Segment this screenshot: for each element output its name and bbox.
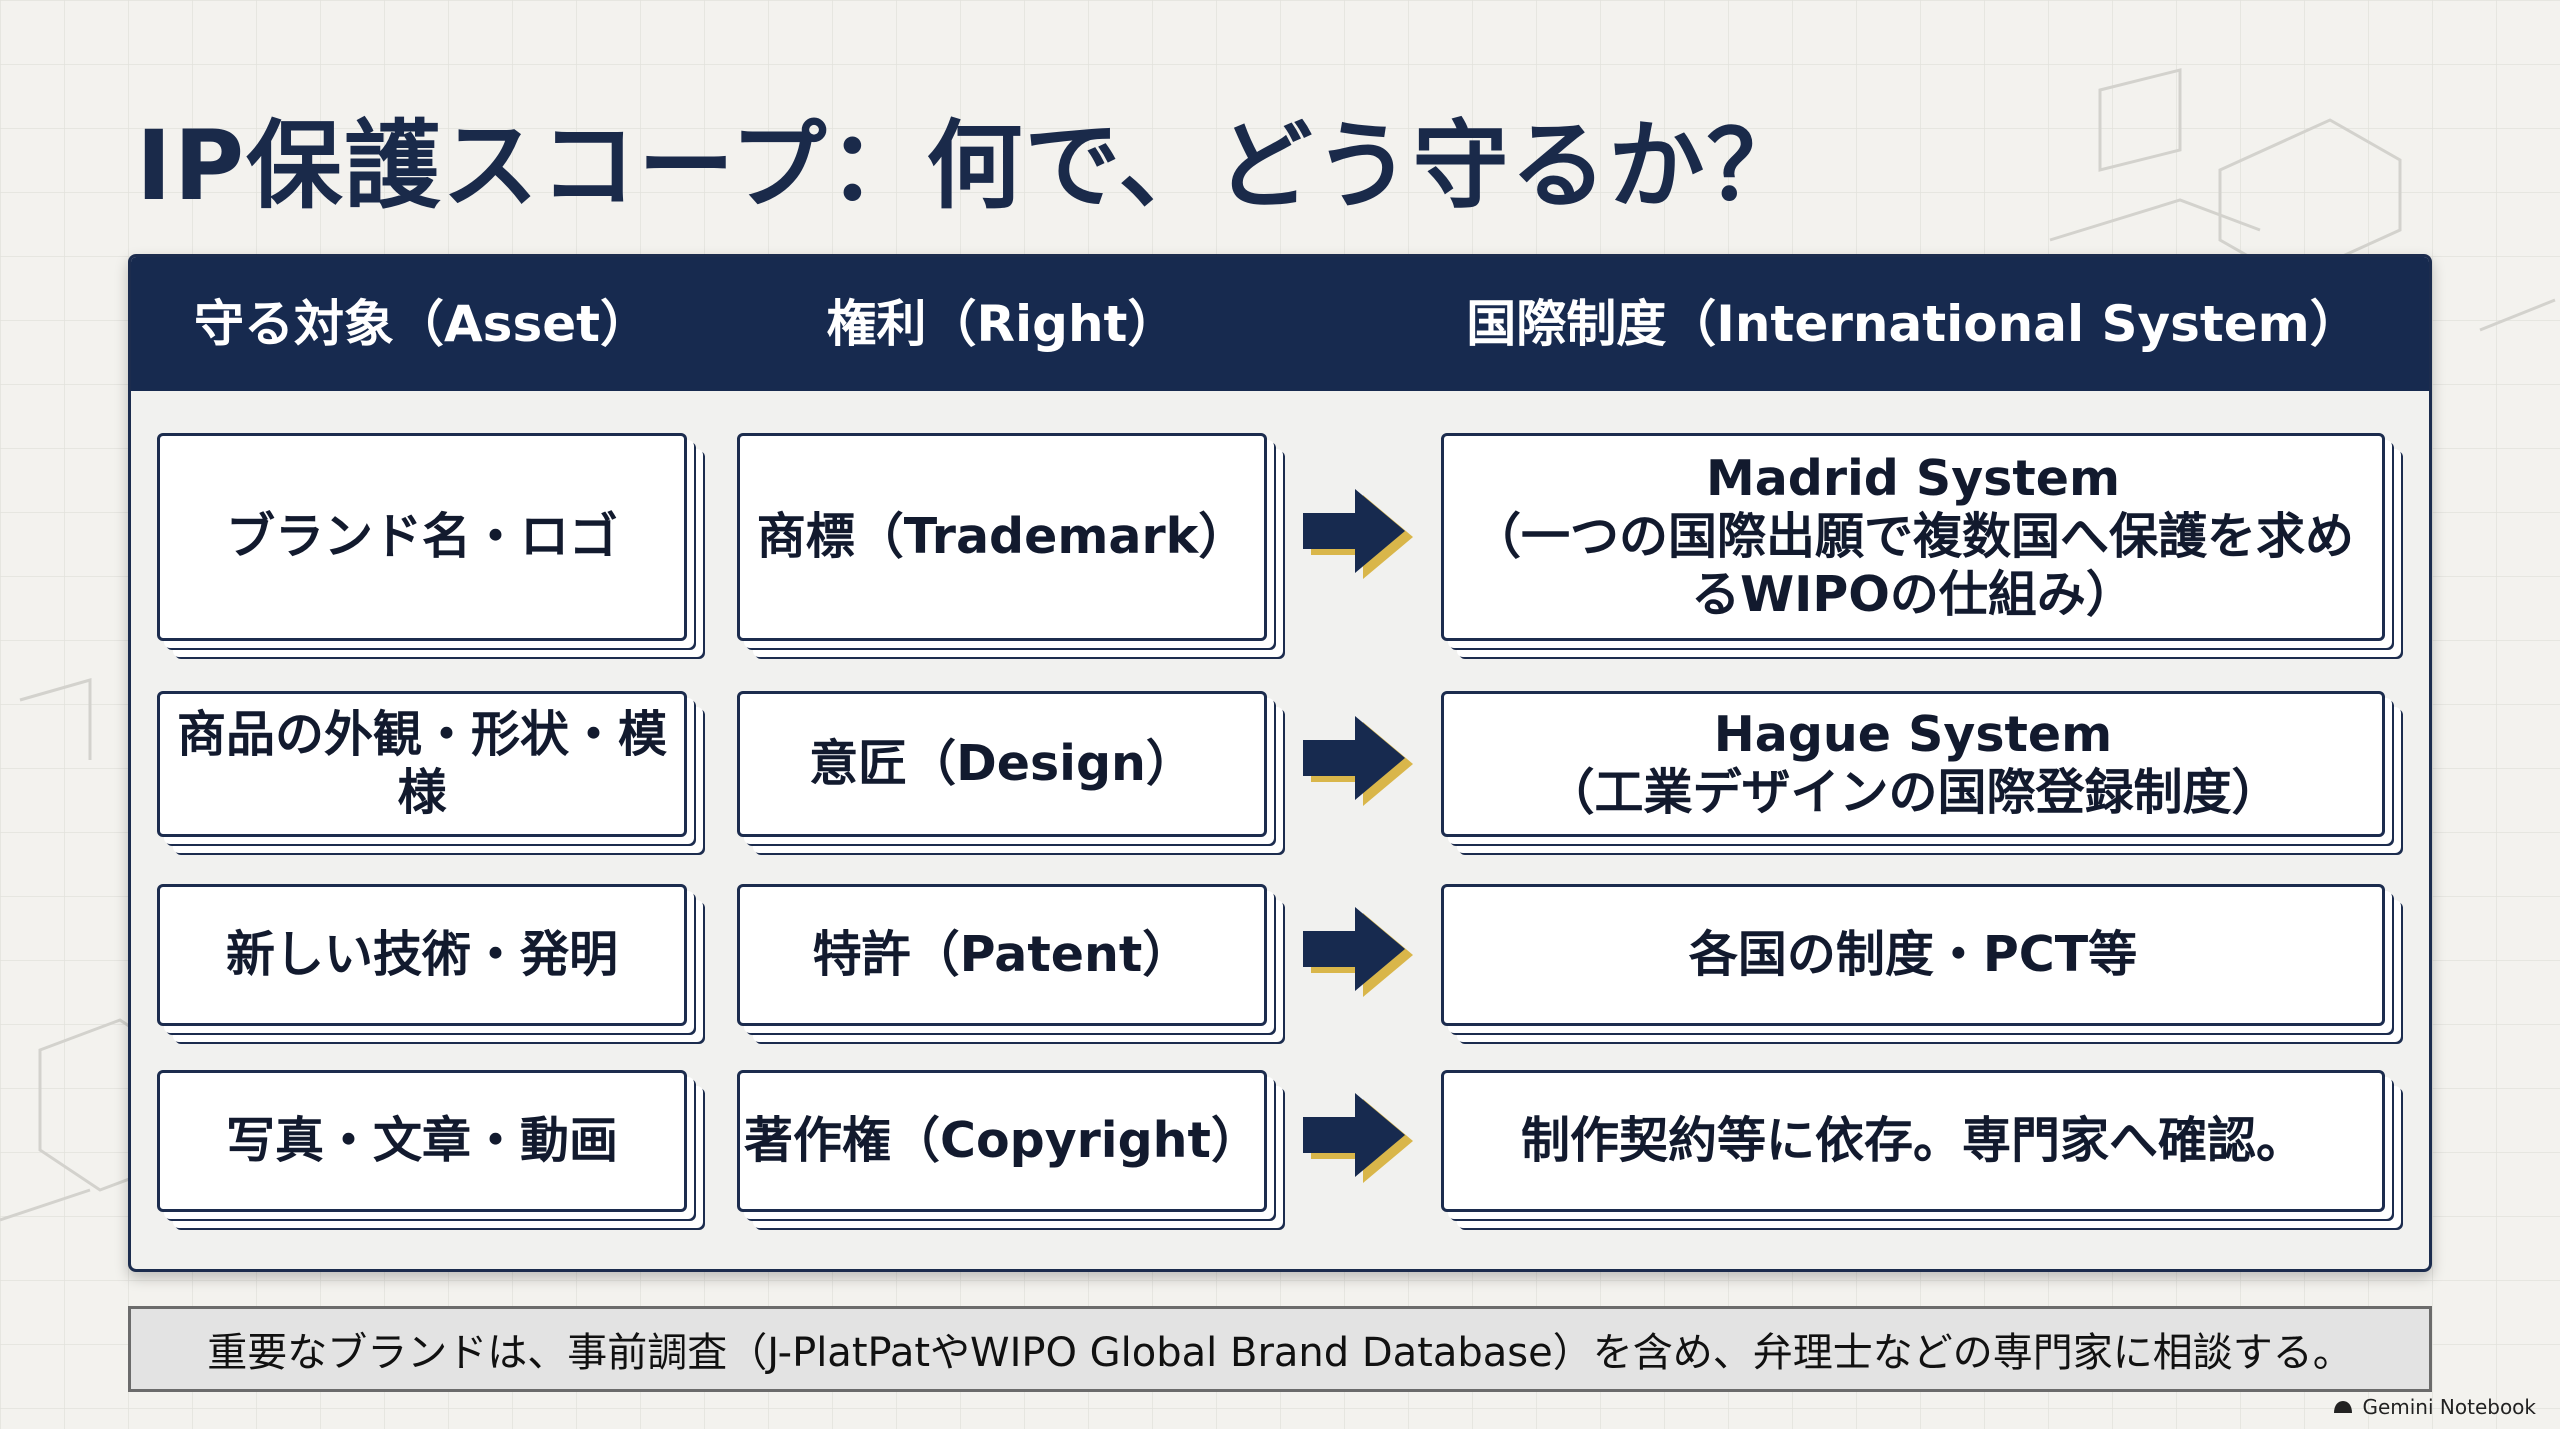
right-cell-trademark: 商標（Trademark） <box>737 433 1267 641</box>
right-label: 特許（Patent） <box>812 926 1192 984</box>
ip-scope-table: 守る対象（Asset） 権利（Right） 国際制度（International… <box>128 254 2432 1272</box>
asset-label: 商品の外観・形状・模様 <box>176 706 667 821</box>
header-international-system: 国際制度（International System） <box>1466 295 2360 353</box>
arrow-right-icon <box>1303 1093 1413 1183</box>
arrow-right-icon <box>1303 907 1413 997</box>
system-cell-hague: Hague System （工業デザインの国際登録制度） <box>1441 691 2385 837</box>
asset-label: 新しい技術・発明 <box>225 926 618 984</box>
right-cell-copyright: 著作権（Copyright） <box>737 1070 1267 1212</box>
system-cell-pct: 各国の制度・PCT等 <box>1441 884 2385 1026</box>
arrow-right-icon <box>1303 489 1413 579</box>
notebook-logo-icon <box>2334 1401 2353 1413</box>
header-asset: 守る対象（Asset） <box>193 295 651 353</box>
right-cell-design: 意匠（Design） <box>737 691 1267 837</box>
asset-cell-design: 商品の外観・形状・模様 <box>157 691 687 837</box>
system-label: 各国の制度・PCT等 <box>1688 926 2138 984</box>
system-label: Madrid System （一つの国際出願で複数国へ保護を求め るWIPOの仕… <box>1471 450 2354 623</box>
header-right: 権利（Right） <box>826 295 1178 353</box>
system-label: 制作契約等に依存。専門家へ確認。 <box>1520 1112 2305 1170</box>
footer-note: 重要なブランドは、事前調査（J-PlatPatやWIPO Global Bran… <box>128 1306 2432 1392</box>
watermark-text: Gemini Notebook <box>2362 1395 2536 1419</box>
table-header: 守る対象（Asset） 権利（Right） 国際制度（International… <box>131 257 2429 391</box>
right-label: 著作権（Copyright） <box>744 1112 1260 1170</box>
right-label: 意匠（Design） <box>809 735 1195 793</box>
arrow-right-icon <box>1303 716 1413 806</box>
system-cell-contract: 制作契約等に依存。専門家へ確認。 <box>1441 1070 2385 1212</box>
asset-label: ブランド名・ロゴ <box>225 508 618 566</box>
asset-label: 写真・文章・動画 <box>225 1112 618 1170</box>
page-title: IP保護スコープ：何で、どう守るか？ <box>136 110 1805 222</box>
system-cell-madrid: Madrid System （一つの国際出願で複数国へ保護を求め るWIPOの仕… <box>1441 433 2385 641</box>
right-cell-patent: 特許（Patent） <box>737 884 1267 1026</box>
watermark: Gemini Notebook <box>2332 1395 2536 1419</box>
system-label: Hague System （工業デザインの国際登録制度） <box>1545 706 2281 821</box>
asset-cell-brand: ブランド名・ロゴ <box>157 433 687 641</box>
asset-cell-media: 写真・文章・動画 <box>157 1070 687 1212</box>
asset-cell-invention: 新しい技術・発明 <box>157 884 687 1026</box>
right-label: 商標（Trademark） <box>756 508 1248 566</box>
